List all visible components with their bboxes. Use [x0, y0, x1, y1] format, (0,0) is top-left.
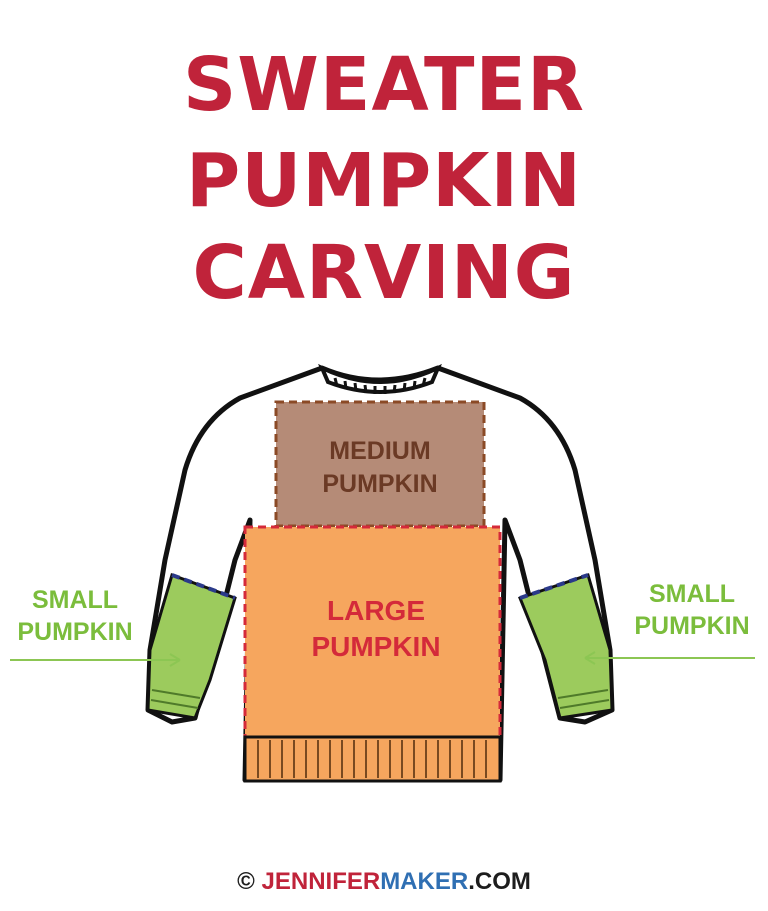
waistband-ribbing — [243, 735, 502, 783]
medium-pumpkin-area — [274, 400, 486, 528]
large-pumpkin-area — [243, 525, 502, 739]
small-right-label-line-2: PUMPKIN — [634, 612, 749, 640]
large-label-line-2: PUMPKIN — [311, 631, 440, 662]
medium-label-line-1: MEDIUM — [329, 437, 430, 465]
small-left-label-line-2: PUMPKIN — [17, 618, 132, 646]
medium-label-line-2: PUMPKIN — [322, 470, 437, 498]
small-right-label-line-1: SMALL — [649, 580, 735, 608]
copyright-symbol: © — [237, 868, 255, 895]
brand-dotcom: .COM — [468, 868, 531, 895]
small-left-label-line-1: SMALL — [32, 586, 118, 614]
left-arrow-head — [169, 653, 181, 667]
large-label-line-1: LARGE — [327, 595, 425, 626]
brand-maker: MAKER — [380, 868, 469, 895]
brand-jennifer: JENNIFER — [261, 868, 381, 895]
title-line-1: SWEATER — [182, 42, 585, 128]
right-arrow-head — [584, 651, 596, 665]
footer-brand: © JENNIFERMAKER.COM — [0, 868, 768, 896]
title-line-3: CARVING — [192, 230, 576, 316]
title-line-2: PUMPKIN — [185, 138, 582, 224]
